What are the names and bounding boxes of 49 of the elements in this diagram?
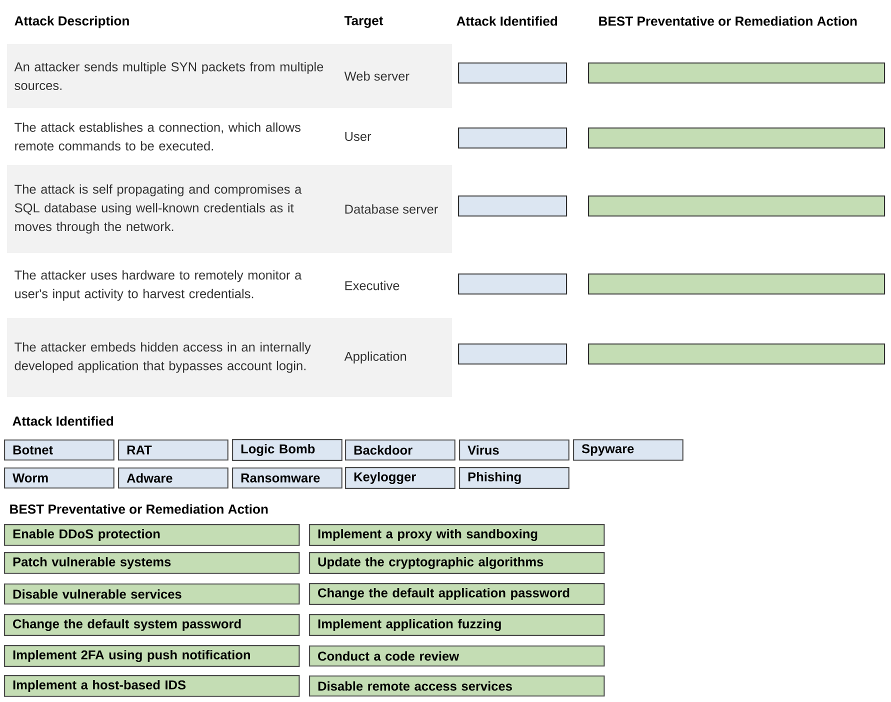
answer-box xyxy=(458,343,568,365)
table-cell: Web server xyxy=(344,71,410,81)
option-tile: Implement a proxy with sandboxing xyxy=(309,524,605,546)
option-tile: RAT xyxy=(118,439,228,461)
table-cell: The attacker uses hardware to remotely monitor a user's input activity to harvest credentials. xyxy=(14,270,302,301)
table-cell: An attacker sends multiple SYN packets from multiple sources. xyxy=(14,62,324,90)
section-heading: Attack Identified xyxy=(12,416,114,426)
column-header: Target xyxy=(344,16,384,28)
option-tile: Disable vulnerable services xyxy=(4,583,300,605)
option-tile: Implement 2FA using push notification xyxy=(4,645,300,667)
table-cell: Application xyxy=(344,352,406,364)
option-tile: Change the default system password xyxy=(4,614,300,636)
option-tile: Adware xyxy=(118,467,228,489)
option-tile: Logic Bomb xyxy=(232,439,342,461)
option-tile: Patch vulnerable systems xyxy=(4,552,300,574)
option-tile: Ransomware xyxy=(232,467,342,489)
option-tile: Backdoor xyxy=(345,439,456,461)
column-header: Attack Description xyxy=(14,16,129,28)
table-cell: Executive xyxy=(345,280,400,290)
option-tile: Conduct a code review xyxy=(309,645,605,667)
column-header: Attack Identified xyxy=(456,16,558,26)
section-heading: BEST Preventative or Remediation Action xyxy=(10,504,268,514)
column-header: BEST Preventative or Remediation Action xyxy=(599,16,857,26)
option-tile: Enable DDoS protection xyxy=(4,524,300,546)
table-cell: The attacker embeds hidden access in an internally developed application that bypasses account login. xyxy=(14,342,311,373)
table-cell: The attack establishes a connection, which allows remote commands to be executed. xyxy=(14,122,300,151)
option-tile: Spyware xyxy=(573,439,684,461)
option-tile: Virus xyxy=(459,439,570,461)
option-tile: Change the default application password xyxy=(309,583,605,605)
option-tile: Botnet xyxy=(4,439,114,461)
option-tile: Worm xyxy=(4,467,114,489)
answer-box xyxy=(588,195,886,217)
answer-box xyxy=(588,343,886,365)
answer-box xyxy=(458,273,568,295)
table-cell: Database server xyxy=(345,204,438,214)
option-tile: Disable remote access services xyxy=(309,675,605,697)
option-tile: Implement a host-based IDS xyxy=(4,675,300,697)
option-tile: Implement application fuzzing xyxy=(309,614,605,636)
answer-box xyxy=(588,62,886,84)
answer-box xyxy=(588,127,886,149)
answer-box xyxy=(458,62,568,84)
answer-box xyxy=(458,195,568,217)
option-tile: Update the cryptographic algorithms xyxy=(309,552,605,574)
option-tile: Phishing xyxy=(459,467,570,489)
table-cell: The attack is self propagating and compromises a SQL database using well-known credentials as it moves through the network. xyxy=(14,184,302,234)
answer-box xyxy=(458,127,568,149)
table-cell: User xyxy=(345,132,372,141)
option-tile: Keylogger xyxy=(345,467,456,489)
answer-box xyxy=(588,273,886,295)
